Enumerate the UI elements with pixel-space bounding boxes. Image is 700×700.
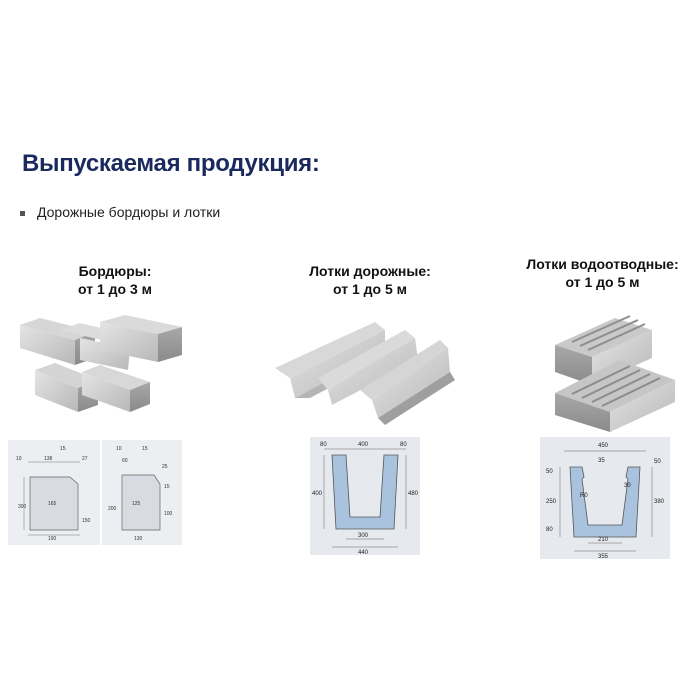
bullet-item: Дорожные бордюры и лотки	[20, 204, 220, 220]
dim-label: 80	[320, 442, 327, 448]
bullet-icon	[20, 210, 25, 216]
curb-drawing-2: 10 15 60 25 125 15 100 200 130	[102, 440, 182, 545]
dim-label: 165	[48, 501, 57, 507]
dim-label: 10	[16, 456, 22, 462]
page-title: Выпускаемая продукция:	[22, 150, 320, 177]
dim-label: 300	[358, 533, 369, 539]
curbs-photo	[20, 315, 182, 412]
product-range: от 1 до 3 м	[78, 281, 152, 297]
drain-trays-photo	[555, 315, 675, 432]
dim-label: 15	[60, 446, 66, 452]
dim-label: 50	[654, 459, 661, 465]
dim-label: 380	[654, 499, 665, 505]
dim-label: 440	[358, 550, 369, 555]
dim-label: 50	[546, 469, 553, 475]
dim-label: 450	[598, 443, 609, 449]
curb-drawing-1: 15 10 138 27 165 300 150 190	[8, 440, 100, 545]
dim-label: 80	[400, 442, 407, 448]
bullet-text: Дорожные бордюры и лотки	[37, 204, 221, 220]
product-caption-road-trays: Лотки дорожные: от 1 до 5 м	[285, 262, 455, 298]
product-caption-drain-trays: Лотки водоотводные: от 1 до 5 м	[515, 255, 690, 291]
product-name: Лотки дорожные:	[309, 263, 431, 279]
dim-label: 30	[624, 483, 631, 489]
dim-label: R0	[580, 493, 588, 499]
road-trays-photo	[275, 322, 455, 425]
product-name: Лотки водоотводные:	[526, 256, 679, 272]
dim-label: 15	[164, 484, 170, 490]
dim-label: 190	[48, 536, 57, 542]
dim-label: 400	[358, 442, 369, 448]
dim-label: 210	[598, 537, 609, 543]
dim-label: 15	[142, 446, 148, 452]
dim-label: 200	[108, 506, 117, 512]
product-range: от 1 до 5 м	[565, 274, 640, 290]
dim-label: 10	[116, 446, 122, 452]
dim-label: 250	[546, 499, 557, 505]
dim-label: 300	[18, 504, 27, 510]
dim-label: 27	[82, 456, 88, 462]
dim-label: 400	[312, 491, 323, 497]
dim-label: 355	[598, 554, 609, 559]
product-caption-curbs: Бордюры: от 1 до 3 м	[30, 262, 200, 298]
product-range: от 1 до 5 м	[333, 281, 407, 297]
dim-label: 80	[546, 527, 553, 533]
dim-label: 100	[164, 511, 173, 517]
dim-label: 138	[44, 456, 53, 462]
road-tray-drawing: 80 400 80 400 480 300 440	[310, 437, 420, 555]
dim-label: 125	[132, 501, 141, 507]
product-name: Бордюры:	[78, 263, 152, 279]
dim-label: 35	[598, 458, 605, 464]
dim-label: 130	[134, 536, 143, 542]
dim-label: 480	[408, 491, 419, 497]
dim-label: 60	[122, 458, 128, 464]
dim-label: 150	[82, 518, 91, 524]
dim-label: 25	[162, 464, 168, 470]
drain-tray-drawing: 450 50 35 50 30 R0 250 380 80 210 355	[540, 437, 670, 559]
